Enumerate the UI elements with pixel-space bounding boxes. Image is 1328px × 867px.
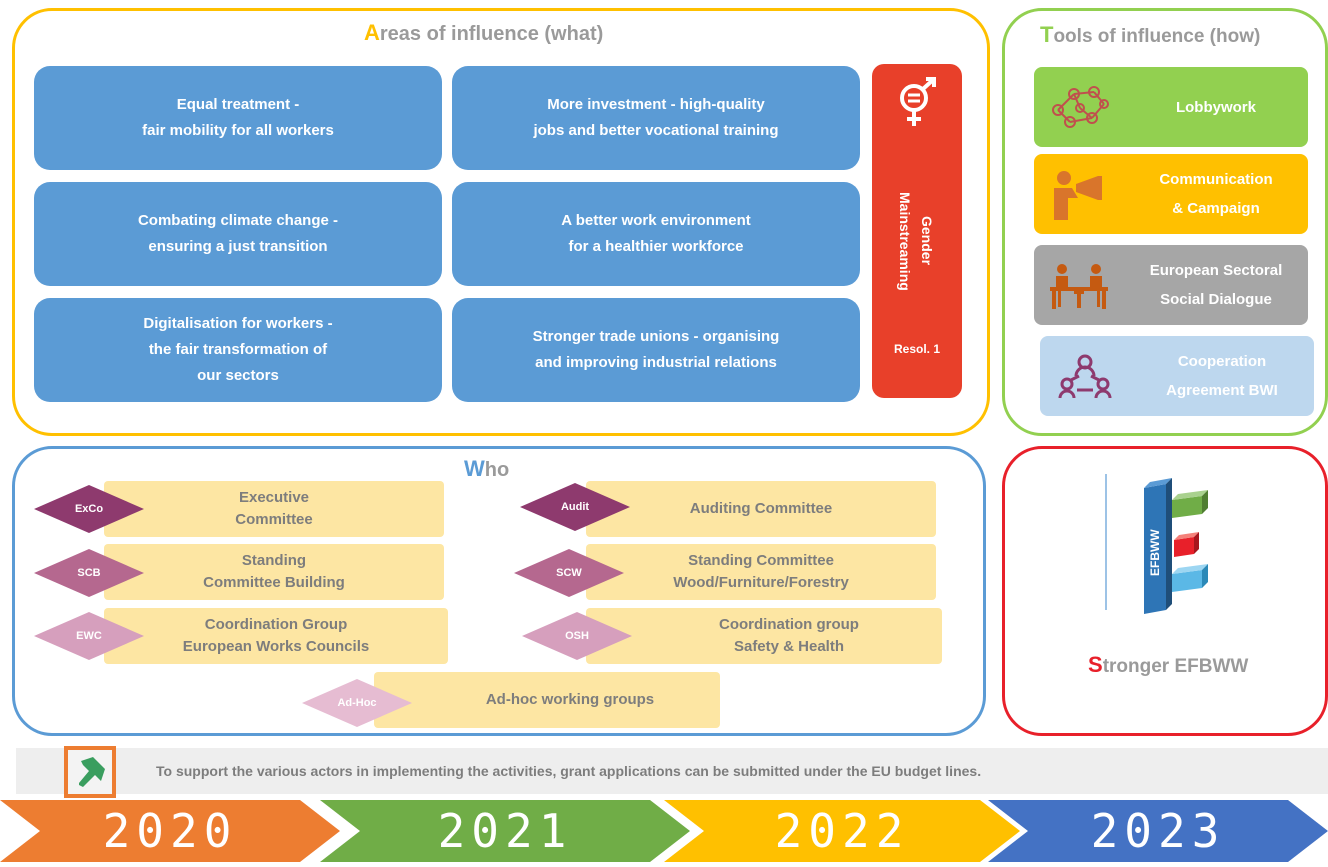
areas-title: Areas of influence (what): [364, 20, 603, 46]
who-abbr: OSH: [565, 630, 589, 642]
gender-equality-icon: [900, 77, 936, 126]
tools-title-rest: ools of influence (how): [1053, 26, 1261, 47]
who-bar-audit: Auditing Committee: [586, 481, 936, 537]
timeline-2023: 2023: [988, 800, 1328, 862]
area-box-climate: Combating climate change - ensuring a ju…: [34, 182, 442, 286]
who-diamond-adhoc: Ad-Hoc: [302, 679, 412, 727]
areas-title-rest: reas of influence (what): [379, 23, 604, 45]
tool-lobbywork: Lobbywork: [1034, 67, 1308, 147]
dialogue-table-icon: [1050, 264, 1108, 309]
pin-icon: [79, 757, 105, 787]
who-abbr: SCW: [556, 567, 582, 579]
timeline-2021: 2021: [320, 800, 690, 862]
tool-cooperation: Cooperation Agreement BWI: [1040, 336, 1314, 416]
who-diamond-scw: SCW: [514, 549, 624, 597]
who-diamond-exco: ExCo: [34, 485, 144, 533]
timeline-2022: 2022: [664, 800, 1020, 862]
timeline-year: 2020: [102, 804, 238, 858]
who-title-initial: W: [464, 456, 485, 481]
who-abbr: SCB: [77, 567, 101, 579]
resolution-label: Resol. 1: [893, 342, 941, 356]
area-box-trade-unions: Stronger trade unions - organising and i…: [452, 298, 860, 402]
tool-icon-wrap: [1034, 67, 1124, 147]
stronger-title: Stronger EFBWW: [1088, 652, 1248, 678]
tool-label: Cooperation Agreement BWI: [1166, 353, 1278, 399]
who-abbr: Ad-Hoc: [337, 697, 377, 709]
who-bar-scw: Standing Committee Wood/Furniture/Forest…: [586, 544, 936, 600]
who-bar-exco: Executive Committee: [104, 481, 444, 537]
areas-title-initial: A: [364, 20, 380, 45]
tools-frame: [1002, 8, 1328, 436]
timeline-year: 2022: [774, 804, 910, 858]
megaphone-icon: [1054, 171, 1102, 220]
tool-communication: Communication & Campaign: [1034, 154, 1308, 234]
cooperation-people-icon: [1058, 354, 1112, 399]
who-title-rest: ho: [484, 459, 510, 481]
who-bar-adhoc: Ad-hoc working groups: [374, 672, 720, 728]
efbww-logo: EFBWW: [1104, 470, 1234, 620]
tool-label: Lobbywork: [1175, 98, 1256, 116]
area-box-work-environment: A better work environment for a healthie…: [452, 182, 860, 286]
tools-title: Tools of influence (how): [1040, 22, 1260, 48]
who-frame: [12, 446, 986, 736]
tool-icon-wrap: [1040, 336, 1130, 416]
gender-mainstreaming-box: Gender Mainstreaming Resol. 1: [872, 64, 962, 398]
efbww-logo-text: EFBWW: [1148, 529, 1162, 577]
tool-icon-wrap: [1034, 245, 1124, 325]
tool-social-dialogue: European Sectoral Social Dialogue: [1034, 245, 1308, 325]
who-bar-ewc: Coordination Group European Works Counci…: [104, 608, 448, 664]
note-text: To support the various actors in impleme…: [156, 763, 982, 779]
who-diamond-osh: OSH: [522, 612, 632, 660]
areas-frame: [12, 8, 990, 436]
tool-icon-wrap: [1034, 154, 1124, 234]
area-box-text: Equal treatment - fair mobility for all …: [142, 96, 334, 139]
who-abbr: EWC: [76, 630, 102, 642]
area-box-text: A better work environment for a healthie…: [561, 212, 751, 255]
area-box-equal-treatment: Equal treatment - fair mobility for all …: [34, 66, 442, 170]
stronger-title-initial: S: [1088, 652, 1103, 677]
tool-label: Communication & Campaign: [1159, 171, 1273, 217]
area-box-text: Combating climate change - ensuring a ju…: [137, 212, 339, 255]
area-box-text: Stronger trade unions - organising and i…: [532, 328, 780, 371]
note-icon-box: [64, 746, 116, 798]
gender-mainstreaming-label: Gender Mainstreaming: [897, 191, 935, 291]
stronger-title-rest: tronger EFBWW: [1102, 656, 1249, 677]
efbww-logo-graphic: [1105, 474, 1208, 614]
who-diamond-ewc: EWC: [34, 612, 144, 660]
network-icon: [1052, 86, 1109, 128]
tools-title-initial: T: [1040, 22, 1054, 47]
stronger-frame: [1002, 446, 1328, 736]
area-box-investment: More investment - high-quality jobs and …: [452, 66, 860, 170]
note-bar: [16, 748, 1328, 794]
timeline-year: 2021: [437, 804, 573, 858]
who-bar-scb: Standing Committee Building: [104, 544, 444, 600]
tool-label: European Sectoral Social Dialogue: [1149, 262, 1283, 308]
who-abbr: Audit: [560, 501, 590, 513]
who-abbr: ExCo: [74, 503, 104, 515]
area-box-text: More investment - high-quality jobs and …: [533, 96, 779, 139]
timeline-2020: 2020: [0, 800, 340, 862]
timeline-year: 2023: [1090, 804, 1226, 858]
who-bar-osh: Coordination group Safety & Health: [586, 608, 942, 664]
who-title: Who: [464, 456, 509, 482]
who-diamond-scb: SCB: [34, 549, 144, 597]
area-box-digitalisation: Digitalisation for workers - the fair tr…: [34, 298, 442, 402]
area-box-text: Digitalisation for workers - the fair tr…: [143, 315, 333, 384]
who-diamond-audit: Audit: [520, 483, 630, 531]
